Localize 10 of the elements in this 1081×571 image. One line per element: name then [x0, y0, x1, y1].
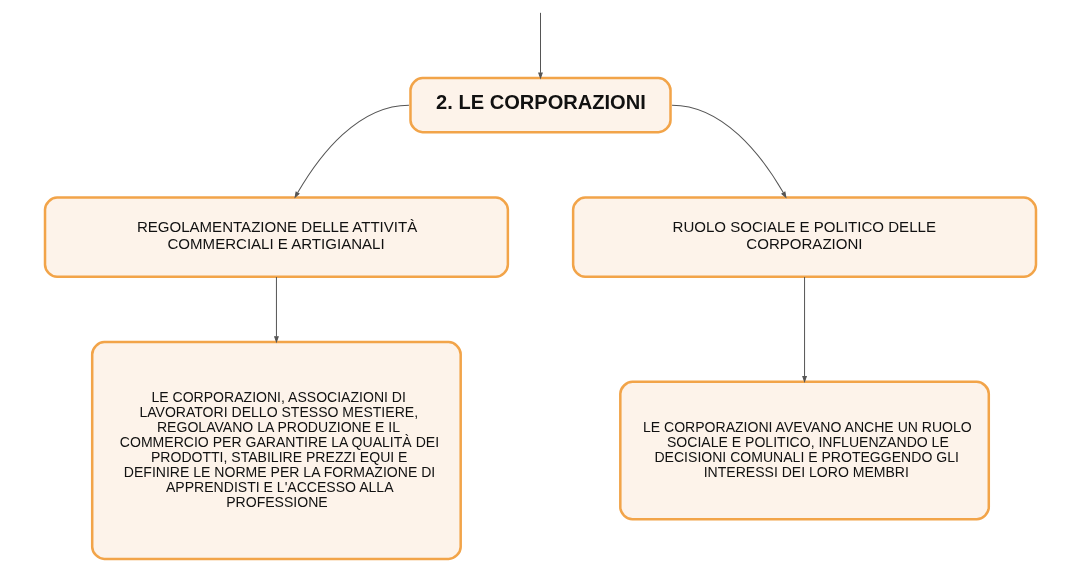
node-box: LE CORPORAZIONI AVEVANO ANCHE UN RUOLO SOCIALE E POLITICO, INFLUENZANDO LE DECISIONI COMUNALI E PROTEGGENDO GLI INTERESSI DEI LORO MEMBRI [619, 380, 991, 521]
node-box: REGOLAMENTAZIONE DELLE ATTIVITÀ COMMERCIALI E ARTIGIANALI [43, 196, 510, 279]
arrow [274, 276, 279, 343]
arrow [294, 104, 410, 198]
node-box: LE CORPORAZIONI, ASSOCIAZIONI DI LAVORATORI DELLO STESSO MESTIERE, REGOLAVANO LA PRODUZIONE E IL COMMERCIO PER GARANTIRE LA QUALITÀ DEI PRODOTTI, STABILIRE PREZZI EQUI E DEFINIRE LE NORME PER LA FORMAZIONE DI APPRENDISTI E L'ACCESSO ALLA PROFESSIONE [90, 340, 462, 561]
node-box: 2. LE CORPORAZIONI [409, 76, 672, 134]
node-box: RUOLO SOCIALE E POLITICO DELLE CORPORAZIONI [571, 196, 1038, 279]
arrow [538, 12, 543, 79]
arrow [802, 276, 807, 382]
arrow [671, 104, 787, 198]
